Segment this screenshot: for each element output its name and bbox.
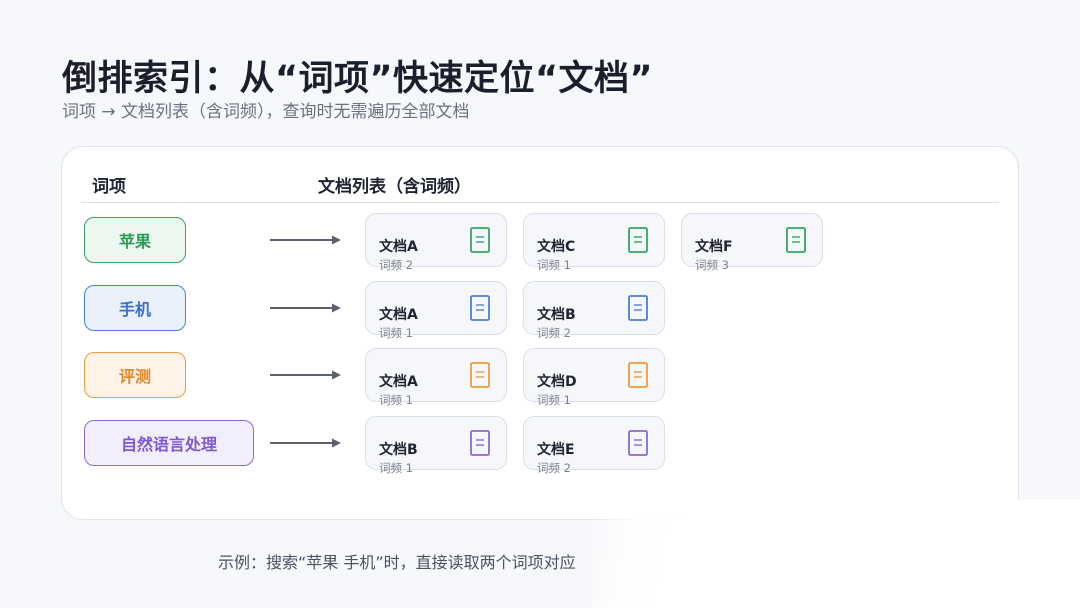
doc-card[interactable]: 文档C 词频 1	[523, 213, 665, 272]
doc-name: 文档E	[537, 442, 575, 458]
doc-name: 文档D	[537, 374, 577, 390]
doc-card[interactable]: 文档E 词频 2	[523, 416, 665, 475]
doc-name: 文档A	[379, 239, 418, 255]
document-icon	[628, 227, 648, 253]
doc-name: 文档F	[695, 239, 733, 255]
document-icon	[470, 295, 490, 321]
arrow-icon	[270, 303, 341, 313]
document-icon	[470, 362, 490, 388]
doc-frequency: 词频 1	[379, 461, 413, 475]
doc-frequency: 词频 1	[379, 393, 413, 407]
doc-frequency: 词频 1	[537, 258, 571, 272]
docs-column-header: 文档列表（含词频）	[318, 177, 471, 197]
doc-name: 文档B	[537, 307, 576, 323]
document-icon	[628, 295, 648, 321]
doc-frequency: 词频 2	[537, 326, 571, 340]
term-phone[interactable]: 手机	[84, 285, 186, 331]
document-icon	[470, 227, 490, 253]
document-icon	[470, 430, 490, 456]
term-column-header: 词项	[92, 177, 126, 197]
doc-name: 文档A	[379, 307, 418, 323]
doc-frequency: 词频 3	[695, 258, 729, 272]
term-apple[interactable]: 苹果	[84, 217, 186, 263]
doc-card[interactable]: 文档B 词频 2	[523, 281, 665, 340]
page-title: 倒排索引：从“词项”快速定位“文档”	[62, 59, 654, 99]
fade-overlay	[590, 500, 1080, 608]
term-nlp[interactable]: 自然语言处理	[84, 420, 254, 466]
doc-card[interactable]: 文档D 词频 1	[523, 348, 665, 407]
term-review[interactable]: 评测	[84, 352, 186, 398]
arrow-icon	[270, 235, 341, 245]
doc-frequency: 词频 2	[537, 461, 571, 475]
document-icon	[628, 430, 648, 456]
doc-frequency: 词频 1	[537, 393, 571, 407]
document-icon	[786, 227, 806, 253]
doc-card[interactable]: 文档B 词频 1	[365, 416, 507, 475]
arrow-icon	[270, 438, 341, 448]
doc-frequency: 词频 1	[379, 326, 413, 340]
doc-name: 文档C	[537, 239, 576, 255]
footer-note: 示例：搜索“苹果 手机”时，直接读取两个词项对应	[218, 553, 576, 572]
doc-name: 文档B	[379, 442, 418, 458]
doc-card[interactable]: 文档F 词频 3	[681, 213, 823, 272]
doc-name: 文档A	[379, 374, 418, 390]
doc-card[interactable]: 文档A 词频 1	[365, 281, 507, 340]
header-divider	[81, 202, 999, 203]
document-icon	[628, 362, 648, 388]
doc-card[interactable]: 文档A 词频 2	[365, 213, 507, 272]
doc-card[interactable]: 文档A 词频 1	[365, 348, 507, 407]
arrow-icon	[270, 370, 341, 380]
doc-frequency: 词频 2	[379, 258, 413, 272]
page-subtitle: 词项 → 文档列表（含词频），查询时无需遍历全部文档	[62, 102, 470, 122]
